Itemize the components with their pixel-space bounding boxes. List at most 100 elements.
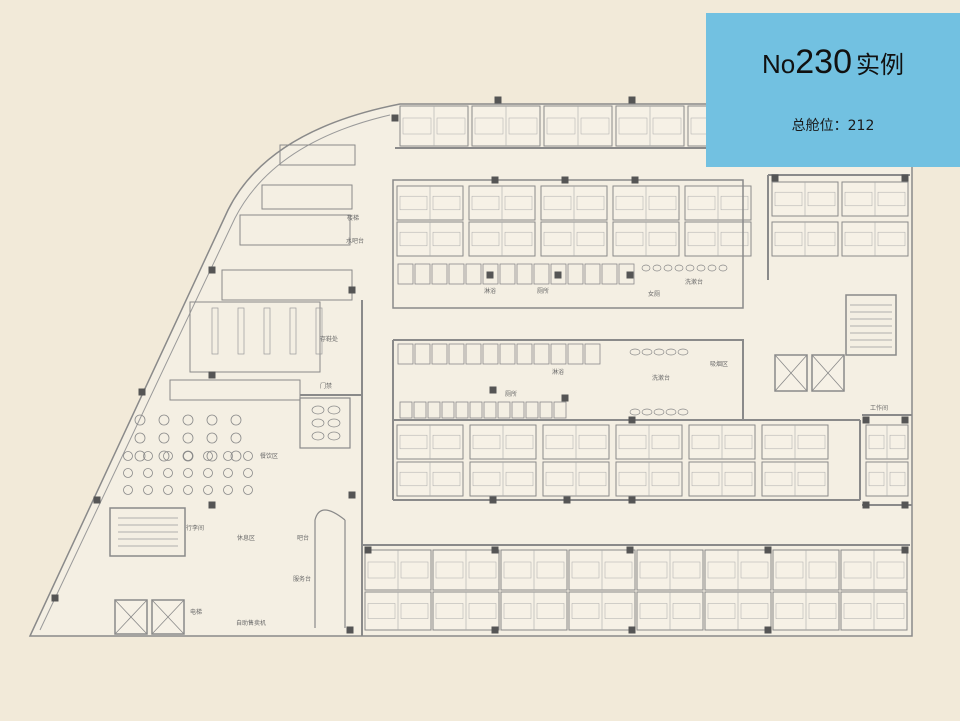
toilet-stall xyxy=(414,343,431,365)
capsule-unit xyxy=(615,105,685,147)
dining-table xyxy=(134,450,146,462)
toilet-stall xyxy=(525,401,539,419)
washbasin xyxy=(674,264,684,272)
right-capsule-block xyxy=(771,181,909,497)
washbasin xyxy=(677,408,689,416)
dining-table xyxy=(230,432,242,444)
capsule-unit xyxy=(500,549,568,591)
toilet-stall xyxy=(539,401,553,419)
toilet-stall xyxy=(441,401,455,419)
dining-table xyxy=(243,468,253,478)
washbasin xyxy=(641,408,653,416)
pillar xyxy=(486,271,494,279)
capsule-unit xyxy=(865,461,909,497)
toilet-stall xyxy=(516,343,533,365)
label-rest: 休息区 xyxy=(237,534,255,542)
dining-table xyxy=(243,485,253,495)
capsule-unit xyxy=(636,591,704,631)
pillar xyxy=(391,114,399,122)
label-bath-2: 淋浴 xyxy=(552,368,564,376)
pillar xyxy=(626,271,634,279)
dining-table xyxy=(203,468,213,478)
dining-table xyxy=(143,451,153,461)
capsule-unit xyxy=(568,591,636,631)
lower-capsule-block xyxy=(396,424,829,497)
toilet-stall xyxy=(414,263,431,285)
wing-room xyxy=(261,184,353,210)
pillar xyxy=(554,271,562,279)
pillar xyxy=(491,626,499,634)
pillar xyxy=(764,546,772,554)
pillar xyxy=(208,266,216,274)
dining-table xyxy=(182,450,194,462)
toilet-stall xyxy=(533,343,550,365)
label-luggage: 行李间 xyxy=(186,524,204,532)
capsule-unit xyxy=(772,591,840,631)
toilet-stall xyxy=(550,343,567,365)
washbasin xyxy=(685,264,695,272)
washbasin xyxy=(641,264,651,272)
toilet-stall xyxy=(533,263,550,285)
locker xyxy=(289,307,297,355)
pillar xyxy=(561,176,569,184)
capsule-unit xyxy=(612,221,680,257)
dining-table xyxy=(158,450,170,462)
washbasin xyxy=(665,408,677,416)
toilet-row-lower xyxy=(397,343,689,419)
structural-pillars xyxy=(51,96,909,634)
toilet-stall xyxy=(427,401,441,419)
pillar xyxy=(628,496,636,504)
capsule-unit xyxy=(399,105,469,147)
plan-labels: 淋浴 厕所 洗漱台 女厕 洗漱台 吸烟区 工作间 吧台 服务台 自助售卖机 休息… xyxy=(186,214,888,627)
toilet-stall xyxy=(448,263,465,285)
pillar xyxy=(626,546,634,554)
toilet-stall xyxy=(399,401,413,419)
washbasin xyxy=(665,348,677,356)
capsule-unit xyxy=(761,424,829,460)
pillar xyxy=(51,594,59,602)
dining-table xyxy=(183,468,193,478)
pillar xyxy=(489,386,497,394)
dining-table xyxy=(203,451,213,461)
pillar xyxy=(901,416,909,424)
dining-table xyxy=(223,485,233,495)
dining-table xyxy=(206,450,218,462)
dining-table xyxy=(158,432,170,444)
dining-table xyxy=(183,451,193,461)
toilet-stall xyxy=(499,263,516,285)
bar-seat xyxy=(327,418,341,428)
dining-table xyxy=(123,451,133,461)
bar-seat xyxy=(311,405,325,415)
pillar xyxy=(93,496,101,504)
capsule-unit xyxy=(841,221,909,257)
dining-table xyxy=(223,451,233,461)
label-service: 服务台 xyxy=(293,575,311,583)
toilet-stall xyxy=(413,401,427,419)
toilet-stall xyxy=(584,343,601,365)
label-vending: 自助售卖机 xyxy=(236,619,266,627)
pillar xyxy=(628,96,636,104)
washbasin xyxy=(707,264,717,272)
bar-seat xyxy=(327,431,341,441)
dining-table xyxy=(230,414,242,426)
washbasin xyxy=(653,408,665,416)
dining-table xyxy=(123,485,133,495)
pillar xyxy=(563,496,571,504)
capsule-unit xyxy=(615,461,683,497)
toilet-stall xyxy=(567,343,584,365)
toilet-stall xyxy=(431,263,448,285)
wing-room xyxy=(169,379,301,401)
left-wing-rooms xyxy=(169,144,356,401)
label-bath: 淋浴 xyxy=(484,287,496,295)
dining-area xyxy=(123,405,341,495)
capsule-unit xyxy=(684,221,752,257)
capsule-unit xyxy=(396,461,464,497)
toilet-stall xyxy=(448,343,465,365)
dining-table xyxy=(243,451,253,461)
dining-table xyxy=(163,485,173,495)
dining-table xyxy=(223,468,233,478)
capsule-unit xyxy=(540,221,608,257)
toilet-stall xyxy=(618,263,635,285)
dining-table xyxy=(182,414,194,426)
